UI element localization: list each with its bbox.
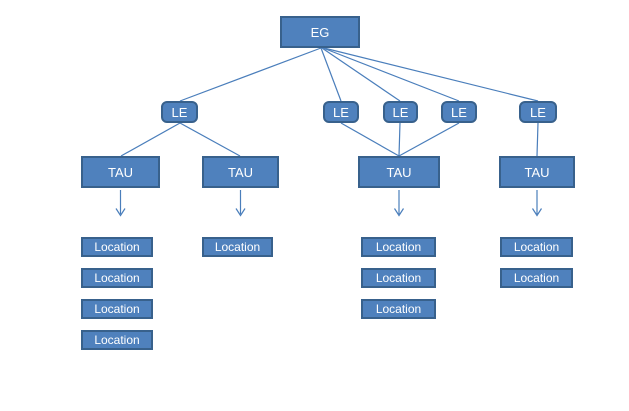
node-tau-3: TAU — [358, 156, 440, 188]
node-le-5: LE — [519, 101, 557, 123]
node-location: Location — [361, 237, 436, 257]
edges-eg-to-le — [179, 47, 539, 102]
node-location: Location — [361, 299, 436, 319]
edges-le-to-tau — [120, 122, 539, 157]
node-location: Location — [361, 268, 436, 288]
node-le-1: LE — [161, 101, 198, 123]
node-location: Location — [500, 268, 573, 288]
node-le-4: LE — [441, 101, 477, 123]
node-le-3: LE — [383, 101, 418, 123]
node-location: Location — [81, 330, 153, 350]
node-tau-4: TAU — [499, 156, 575, 188]
node-eg: EG — [280, 16, 360, 48]
node-tau-1: TAU — [81, 156, 160, 188]
node-location: Location — [81, 237, 153, 257]
node-location: Location — [81, 268, 153, 288]
node-location: Location — [500, 237, 573, 257]
node-tau-2: TAU — [202, 156, 279, 188]
tau-down-arrows — [115, 190, 543, 217]
node-location: Location — [81, 299, 153, 319]
node-le-2: LE — [323, 101, 359, 123]
node-location: Location — [202, 237, 273, 257]
